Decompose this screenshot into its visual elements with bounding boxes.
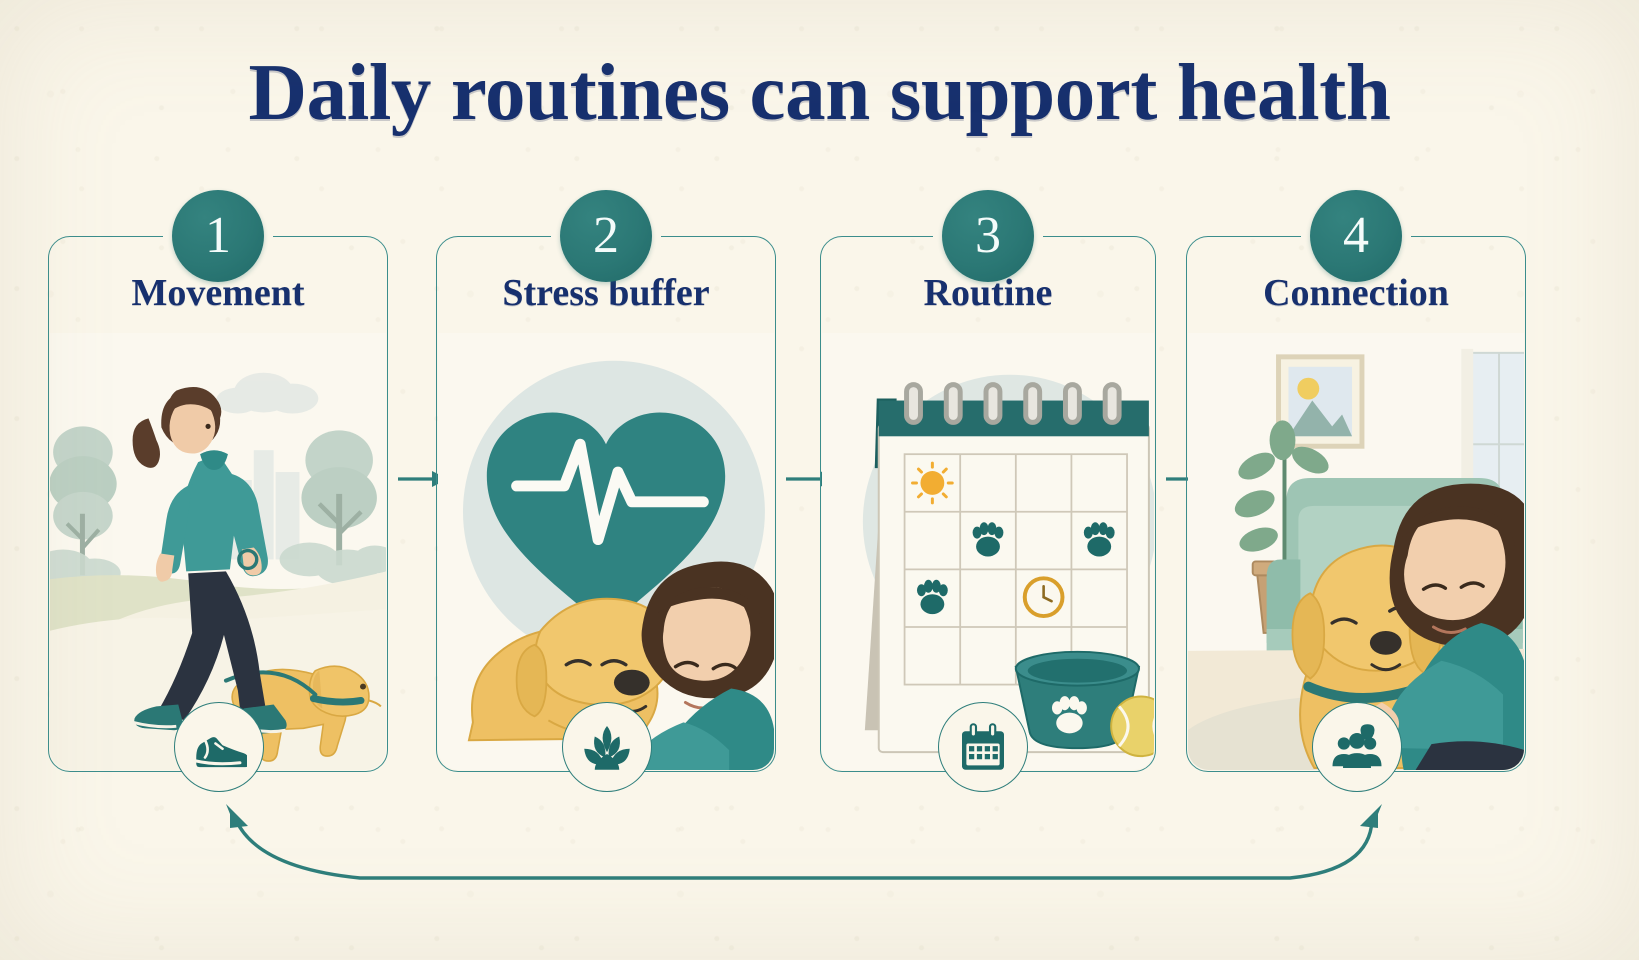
- face: [169, 397, 216, 454]
- step-illustration-1: [50, 333, 386, 770]
- page-title: Daily routines can support health: [248, 47, 1391, 137]
- step-card-4[interactable]: Connection: [1186, 234, 1526, 772]
- dog-bowl: [1014, 650, 1141, 750]
- face: [662, 587, 751, 681]
- step-icon-badge-3[interactable]: [938, 702, 1028, 792]
- park-path: [50, 571, 386, 702]
- step-card-3[interactable]: Routine: [820, 234, 1156, 772]
- step-badge-4: 4: [1310, 190, 1402, 282]
- trousers: [1415, 741, 1524, 770]
- routine-calendar-scene: [822, 333, 1154, 770]
- left-hand: [155, 553, 175, 582]
- clock-icon: [1022, 576, 1065, 619]
- step-badge-1: 1: [172, 190, 264, 282]
- woman-walking: [132, 387, 287, 735]
- paw-icon: [916, 522, 1115, 615]
- step-badge-2: 2: [560, 190, 652, 282]
- step-card-1[interactable]: Movement: [48, 234, 388, 772]
- leggings: [158, 571, 268, 725]
- people-group-icon: [1332, 724, 1382, 768]
- woman-hugging-dog: [1357, 483, 1524, 770]
- leash-handle: [237, 548, 259, 571]
- bushes: [50, 542, 386, 589]
- face: [1404, 509, 1506, 621]
- woman-hugging-dog: [597, 561, 774, 770]
- dog-nose: [613, 669, 650, 696]
- lotus-icon: [584, 726, 630, 770]
- feedback-loop-arrow: [226, 804, 1382, 880]
- calendar-grid: [903, 453, 1128, 686]
- dog-collar: [309, 695, 365, 706]
- step-icon-badge-1[interactable]: [174, 702, 264, 792]
- calendar-rings: [904, 382, 1122, 425]
- dog-ear: [515, 643, 548, 718]
- step-illustration-4: [1188, 333, 1524, 770]
- connection-living-room-scene: [1188, 333, 1524, 770]
- calendar-icon: [962, 723, 1004, 770]
- hoodie: [181, 459, 268, 577]
- dog-resting: [467, 597, 673, 742]
- loop-arrowhead-left: [226, 804, 248, 828]
- tree-right: [301, 430, 377, 566]
- ponytail: [132, 418, 160, 468]
- step-icon-badge-4[interactable]: [1312, 702, 1402, 792]
- stress-buffer-scene: [438, 333, 774, 770]
- step-illustration-3: [822, 333, 1154, 770]
- walking-dog-scene: [50, 333, 386, 770]
- cloud-shape: [216, 372, 319, 414]
- tree-left: [50, 426, 117, 576]
- tennis-ball: [1110, 695, 1154, 758]
- step-illustration-2: [438, 333, 774, 770]
- step-card-2[interactable]: Stress buffer: [436, 234, 776, 772]
- sneaker-icon: [194, 736, 247, 768]
- loop-arrowhead-right: [1360, 804, 1382, 828]
- dog-nose: [1369, 630, 1402, 655]
- step-badge-3: 3: [942, 190, 1034, 282]
- heartbeat-line: [511, 438, 709, 546]
- step-icon-badge-2[interactable]: [562, 702, 652, 792]
- sun-icon: [911, 461, 954, 505]
